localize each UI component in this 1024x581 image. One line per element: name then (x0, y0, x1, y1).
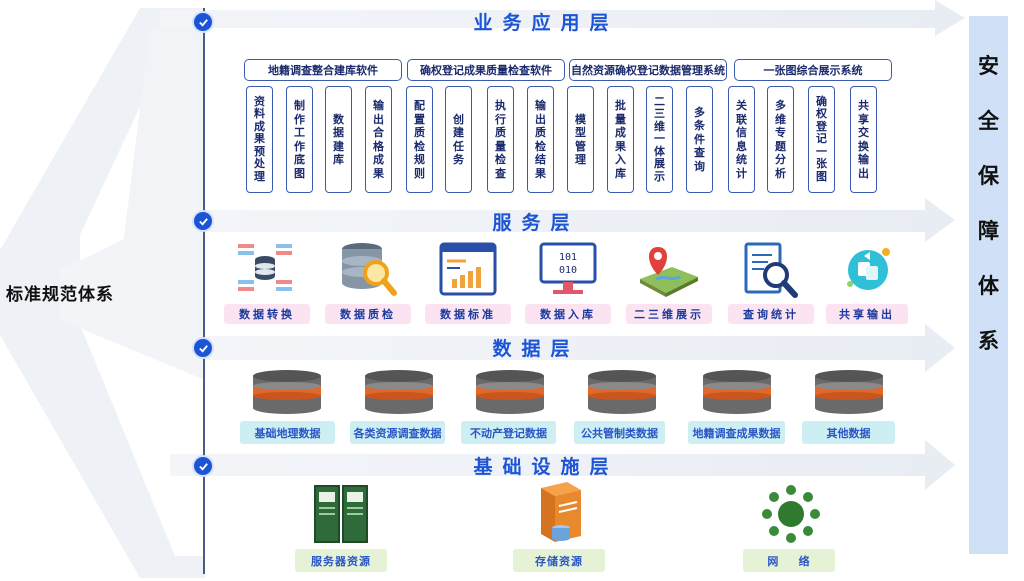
app-module: 配置质检规则 (406, 86, 433, 193)
app-module: 二三维一体展示 (646, 86, 673, 193)
vertical-axis-line (203, 8, 205, 574)
security-title-char: 体 (978, 274, 999, 298)
infra-layer-band (170, 440, 955, 490)
service-label: 数据标准 (425, 304, 511, 324)
app-module: 资料成果预处理 (246, 86, 273, 193)
database-cylinder-icon (703, 370, 771, 414)
security-system-panel: 安全保障体系 (969, 16, 1008, 554)
data-transform-icon (238, 244, 292, 291)
database-cylinder-icon (588, 370, 656, 414)
server-rack-icon (314, 485, 368, 543)
app-module: 输出合格成果 (365, 86, 392, 193)
check-circle-icon (194, 13, 212, 31)
share-output-icon (847, 248, 890, 290)
service-layer-title: 服务层 (492, 212, 580, 234)
app-module: 多维专题分析 (767, 86, 794, 193)
svg-text:101: 101 (559, 252, 577, 263)
app-module: 共享交换输出 (850, 86, 877, 193)
infra-label: 服务器资源 (295, 549, 387, 572)
security-title-char: 安 (978, 54, 999, 78)
check-circle-icon (194, 457, 212, 475)
app-module: 输出质检结果 (527, 86, 554, 193)
security-title-char: 系 (978, 329, 999, 353)
app-module: 制作工作底图 (286, 86, 313, 193)
3d-map-pin-icon (640, 247, 698, 297)
security-title-char: 全 (978, 109, 999, 133)
infra-layer-title: 基础设施层 (473, 456, 619, 478)
data-label: 公共管制类数据 (574, 421, 665, 444)
service-label: 共享输出 (826, 304, 908, 324)
infra-label: 存储资源 (513, 549, 605, 572)
data-label: 地籍调查成果数据 (688, 421, 785, 444)
data-layer-band (205, 324, 955, 372)
app-module: 模型管理 (567, 86, 594, 193)
app-module: 确权登记一张图 (808, 86, 835, 193)
security-title-char: 保 (978, 164, 999, 188)
app-group-title: 确权登记成果质量检查软件 (407, 59, 565, 81)
data-standard-icon (439, 242, 497, 296)
check-circle-icon (194, 212, 212, 230)
app-module: 数据建库 (325, 86, 352, 193)
database-cylinder-icon (365, 370, 433, 414)
data-label: 各类资源调查数据 (350, 421, 445, 444)
security-title-char: 障 (978, 219, 999, 243)
service-label: 数据转换 (224, 304, 310, 324)
database-search-icon (342, 243, 397, 296)
data-layer-title: 数据层 (492, 338, 580, 360)
service-label: 数据入库 (525, 304, 611, 324)
binary-monitor-icon: 101 010 (539, 242, 597, 294)
app-module: 创建任务 (445, 86, 472, 193)
infra-label: 网 络 (743, 549, 835, 572)
app-group-title: 自然资源确权登记数据管理系统 (569, 59, 727, 81)
data-label: 其他数据 (802, 421, 895, 444)
app-module: 执行质量检查 (487, 86, 514, 193)
network-nodes-icon (762, 485, 820, 543)
app-module: 关联信息统计 (728, 86, 755, 193)
database-cylinder-icon (815, 370, 883, 414)
storage-server-icon (541, 482, 581, 542)
security-system-title: 安全保障体系 (969, 50, 1008, 355)
standards-system-title: 标准规范体系 (6, 285, 114, 305)
check-circle-icon (194, 339, 212, 357)
svg-text:010: 010 (559, 265, 577, 276)
app-layer-title: 业务应用层 (473, 12, 619, 34)
app-module: 多条件查询 (686, 86, 713, 193)
data-label: 不动产登记数据 (461, 421, 556, 444)
service-layer-band (205, 198, 955, 242)
service-label: 数据质检 (325, 304, 411, 324)
left-chevron (0, 8, 205, 578)
service-label: 查询统计 (728, 304, 814, 324)
app-group-title: 地籍调查整合建库软件 (244, 59, 402, 81)
database-cylinder-icon (253, 370, 321, 414)
service-label: 二三维展示 (626, 304, 712, 324)
app-group-title: 一张图综合展示系统 (734, 59, 892, 81)
document-search-icon (744, 242, 798, 298)
app-layer-band (160, 0, 965, 36)
database-cylinder-icon (476, 370, 544, 414)
data-label: 基础地理数据 (240, 421, 335, 444)
app-module: 批量成果入库 (607, 86, 634, 193)
